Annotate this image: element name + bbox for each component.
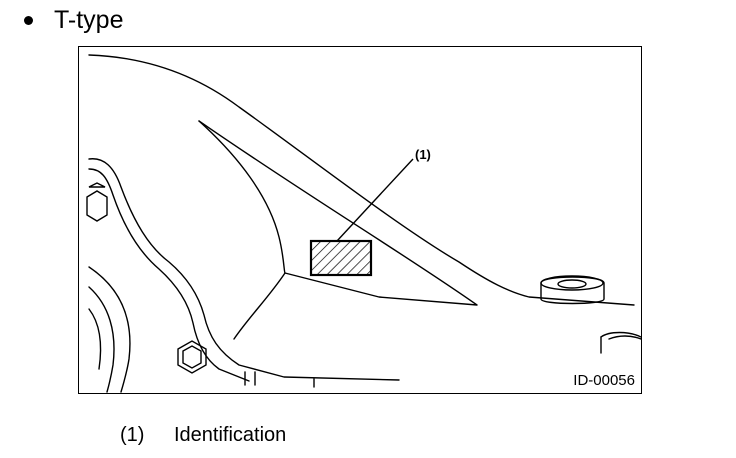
line-drawing [86,54,641,393]
figure-id: ID-00056 [573,372,635,389]
section-heading-text: T-type [54,5,124,34]
identification-label-rect [309,239,373,277]
legend-number: (1) [120,424,145,446]
callout-leader-line [336,158,414,242]
hex-bolt-icon [86,182,108,222]
section-heading: T-type [24,4,123,36]
legend-text: Identification [174,424,287,446]
bullet-icon [24,15,33,25]
transmission-illustration: (1) ID-00056 [78,46,642,394]
callout-label: (1) [415,147,431,162]
legend-item: (1) Identification [120,424,286,447]
hex-bolt-icon [177,340,207,374]
